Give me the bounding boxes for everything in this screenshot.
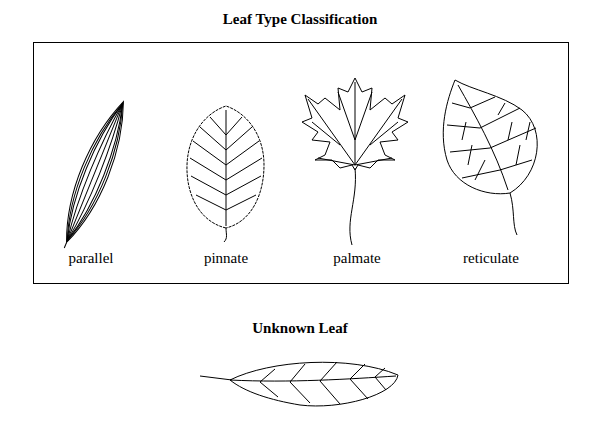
section-heading: Unknown Leaf bbox=[252, 319, 347, 337]
diagram-title: Leaf Type Classification bbox=[223, 10, 377, 28]
leaf-type-label: pinnate bbox=[204, 249, 248, 267]
palmate-leaf bbox=[302, 78, 408, 245]
leaf-type-label: palmate bbox=[333, 249, 380, 267]
pinnate-leaf bbox=[187, 106, 264, 242]
parallel-leaf bbox=[51, 96, 136, 253]
leaf-type-label: reticulate bbox=[463, 249, 519, 267]
reticulate-leaf bbox=[443, 80, 537, 235]
leaf-type-label: parallel bbox=[69, 249, 114, 267]
unknown-leaf bbox=[200, 362, 398, 406]
classification-frame bbox=[34, 43, 569, 284]
